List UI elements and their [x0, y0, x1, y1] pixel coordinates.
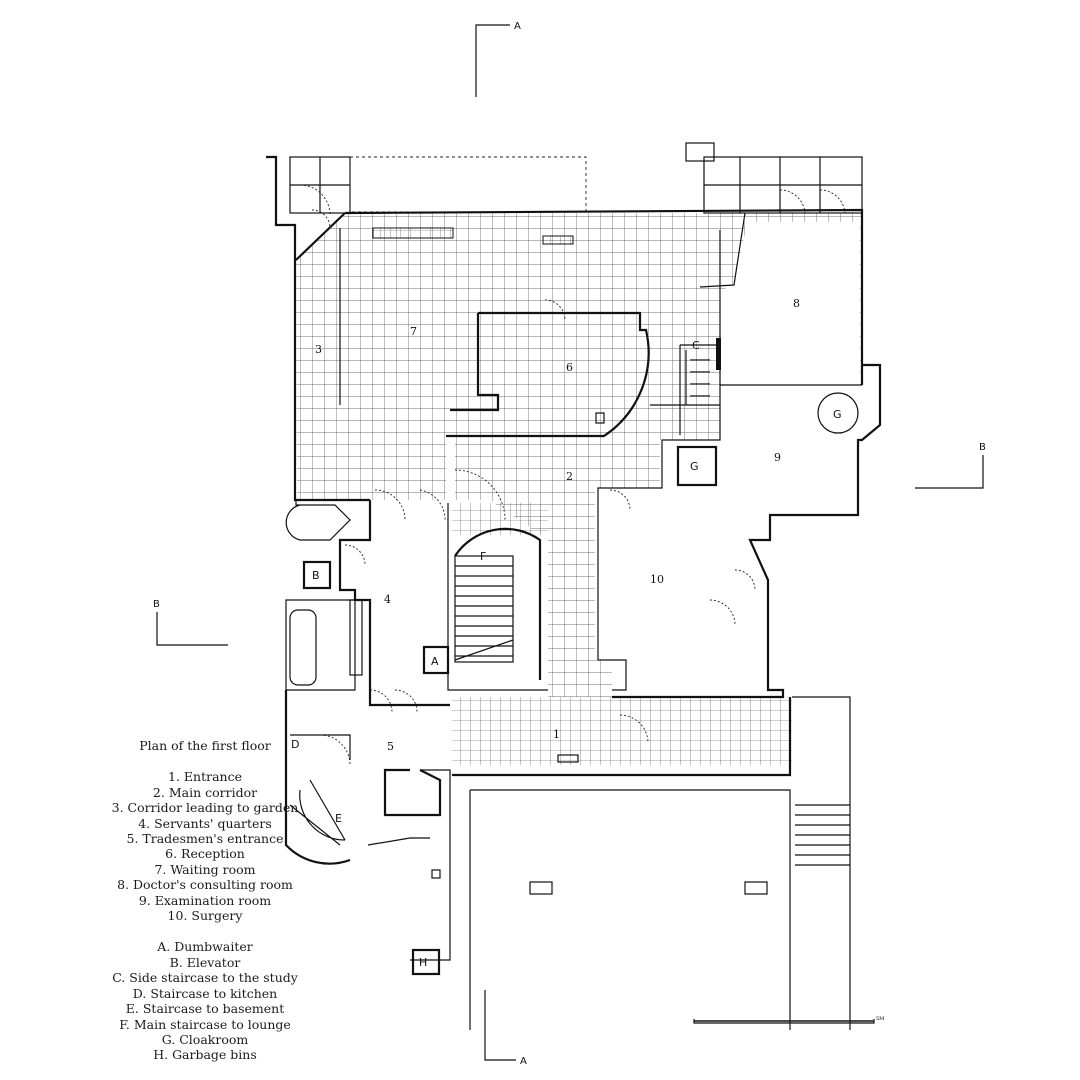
- main-staircase: [454, 527, 542, 680]
- room-label-5: 5: [387, 740, 394, 753]
- feature-label-h: H: [419, 956, 427, 969]
- legend-room-9: 9. Examination room: [138, 892, 272, 908]
- room-label-2: 2: [566, 470, 573, 483]
- svg-text:A: A: [520, 1056, 527, 1067]
- legend-room-5: 5. Tradesmen's entrance: [126, 831, 284, 847]
- svg-text:A: A: [514, 21, 521, 32]
- room-label-1: 1: [553, 728, 560, 741]
- room-label-4: 4: [384, 593, 391, 606]
- front-terrace: [452, 696, 851, 1030]
- radiators: [372, 227, 574, 245]
- plan-title: Plan of the first floor: [139, 738, 271, 753]
- legend-room-8: 8. Doctor's consulting room: [117, 877, 293, 893]
- room-label-9: 9: [774, 451, 781, 464]
- legend-room-7: 7. Waiting room: [154, 861, 256, 877]
- tiled-floor: [296, 213, 862, 765]
- legend-room-4: 4. Servants' quarters: [138, 815, 272, 831]
- legend-feature-g: G. Cloakroom: [161, 1031, 249, 1047]
- room-label-8: 8: [793, 297, 800, 310]
- svg-text:5M: 5M: [876, 1016, 884, 1022]
- legend-feature-c: C. Side staircase to the study: [112, 970, 298, 986]
- feature-label-e: E: [335, 812, 342, 825]
- legend-feature-b: B. Elevator: [169, 954, 241, 970]
- cloakroom-box: [676, 445, 718, 487]
- legend-feature-h: H. Garbage bins: [153, 1047, 257, 1063]
- tradesmen-area: [284, 690, 451, 976]
- feature-label-g-center: G: [690, 460, 699, 473]
- section-marker-a-top: A: [475, 21, 521, 97]
- legend-room-6: 6. Reception: [165, 846, 245, 862]
- feature-label-f: F: [480, 550, 486, 563]
- scale-bar: 5M: [693, 1016, 884, 1024]
- cloakroom-right: [817, 392, 859, 434]
- feature-label-c: C: [692, 339, 700, 352]
- reception-walls: [446, 311, 721, 438]
- feature-label-a: A: [431, 655, 439, 668]
- legend-room-2: 2. Main corridor: [152, 784, 258, 800]
- room-label-6: 6: [566, 361, 573, 374]
- room-label-7: 7: [410, 325, 417, 338]
- svg-text:B: B: [979, 442, 986, 453]
- feature-label-b: B: [312, 569, 320, 582]
- feature-label-d: D: [291, 738, 299, 751]
- legend-room-1: 1. Entrance: [168, 769, 242, 785]
- legend-feature-f: F. Main staircase to lounge: [119, 1016, 291, 1032]
- doors: [299, 184, 846, 766]
- legend-feature-e: E. Staircase to basement: [125, 1001, 285, 1017]
- north-terraces: [289, 142, 863, 214]
- servants-quarters: [285, 500, 548, 707]
- legend-room-10: 10. Surgery: [167, 908, 243, 924]
- legend-room-3: 3. Corridor leading to garden: [111, 800, 299, 816]
- section-marker-a-bottom: A: [484, 990, 527, 1067]
- feature-label-g-right: G: [833, 408, 842, 421]
- plan-legend: Plan of the first floor 1. Entrance 2. M…: [60, 738, 350, 1063]
- section-marker-b-right: B: [915, 442, 986, 489]
- legend-feature-d: D. Staircase to kitchen: [132, 985, 278, 1001]
- room-label-3: 3: [315, 343, 322, 356]
- legend-feature-a: A. Dumbwaiter: [157, 939, 253, 955]
- section-marker-b-left: B: [153, 599, 228, 646]
- svg-text:B: B: [153, 599, 160, 610]
- room-label-10: 10: [650, 573, 664, 586]
- outer-walls: [266, 155, 882, 699]
